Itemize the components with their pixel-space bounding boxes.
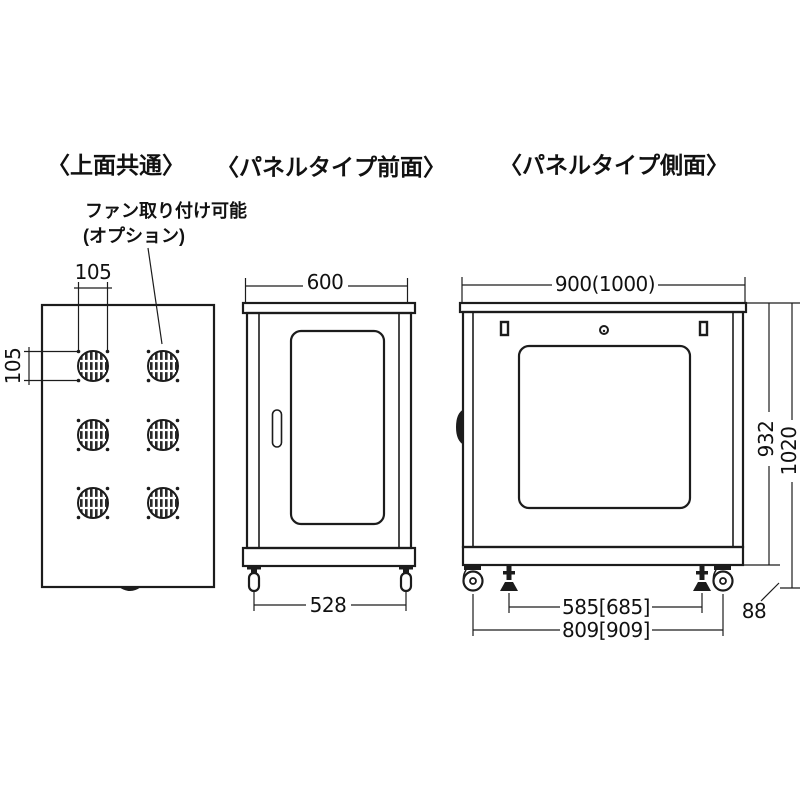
front-view-title: 〈パネルタイプ前面〉 bbox=[216, 154, 446, 180]
dim-fan-pitch-vertical-label: 105 bbox=[1, 348, 25, 385]
front-caster-left bbox=[247, 565, 261, 593]
front-door-window bbox=[289, 329, 386, 526]
fan-note-line1: ファン取り付け可能 bbox=[85, 200, 247, 221]
side-handle-bump bbox=[456, 409, 464, 445]
side-top-panel bbox=[458, 301, 748, 314]
dim-front-caster-span-label: 528 bbox=[310, 593, 347, 617]
top-view-outline bbox=[40, 303, 216, 589]
fan-grilles bbox=[76, 349, 180, 520]
side-slot-right bbox=[698, 320, 709, 337]
side-base bbox=[461, 545, 745, 567]
fan-grille bbox=[76, 418, 110, 452]
side-view: 900(1000) bbox=[456, 272, 800, 642]
dim-fan-pitch-horizontal-label: 105 bbox=[75, 260, 112, 284]
dim-front-width: 600 bbox=[244, 270, 409, 302]
dim-front-width-label: 600 bbox=[307, 270, 344, 294]
fan-grille bbox=[146, 486, 180, 520]
side-body bbox=[461, 310, 745, 549]
fan-grille bbox=[146, 349, 180, 383]
fan-grille bbox=[146, 418, 180, 452]
top-view-handle bbox=[119, 587, 141, 591]
front-caster-right bbox=[399, 565, 413, 593]
dim-side-caster-span-label: 809[909] bbox=[562, 618, 650, 642]
side-screw-center bbox=[602, 329, 606, 333]
front-body bbox=[245, 311, 413, 550]
fan-grille bbox=[76, 486, 110, 520]
dim-fan-pitch-vertical: 105 bbox=[1, 347, 78, 385]
dim-side-heights: 932 1020 88 bbox=[741, 302, 800, 623]
fan-note-leader-line bbox=[147, 247, 163, 345]
top-view: ファン取り付け可能 (オプション) bbox=[1, 200, 247, 591]
dim-front-caster-span: 528 bbox=[253, 592, 407, 617]
side-panel bbox=[517, 344, 692, 510]
dim-side-foot-span: 585[685] bbox=[508, 593, 703, 619]
side-caster-left bbox=[462, 565, 484, 592]
front-base bbox=[241, 546, 417, 568]
top-view-title: 〈上面共通〉 bbox=[47, 152, 185, 178]
side-slot-left bbox=[499, 320, 510, 337]
side-foot-right bbox=[693, 566, 711, 591]
fan-note-line2: (オプション) bbox=[83, 225, 185, 246]
dim-side-caster-span: 809[909] bbox=[472, 594, 724, 642]
front-door-handle bbox=[271, 409, 283, 448]
dim-total-height-label: 1020 bbox=[777, 427, 800, 476]
dim-caster-height-label: 88 bbox=[742, 599, 766, 623]
dim-side-depth: 900(1000) bbox=[461, 272, 746, 302]
fan-grille bbox=[76, 349, 110, 383]
front-top-panel bbox=[241, 301, 417, 315]
dim-side-foot-span-label: 585[685] bbox=[562, 595, 650, 619]
front-view: 600 528 bbox=[241, 270, 417, 617]
side-foot-left bbox=[500, 566, 518, 591]
dim-body-height-label: 932 bbox=[754, 421, 778, 458]
side-caster-right bbox=[712, 565, 734, 592]
side-view-title: 〈パネルタイプ側面〉 bbox=[499, 152, 729, 178]
dim-fan-pitch-horizontal: 105 bbox=[74, 260, 112, 351]
dim-side-depth-label: 900(1000) bbox=[555, 272, 655, 296]
